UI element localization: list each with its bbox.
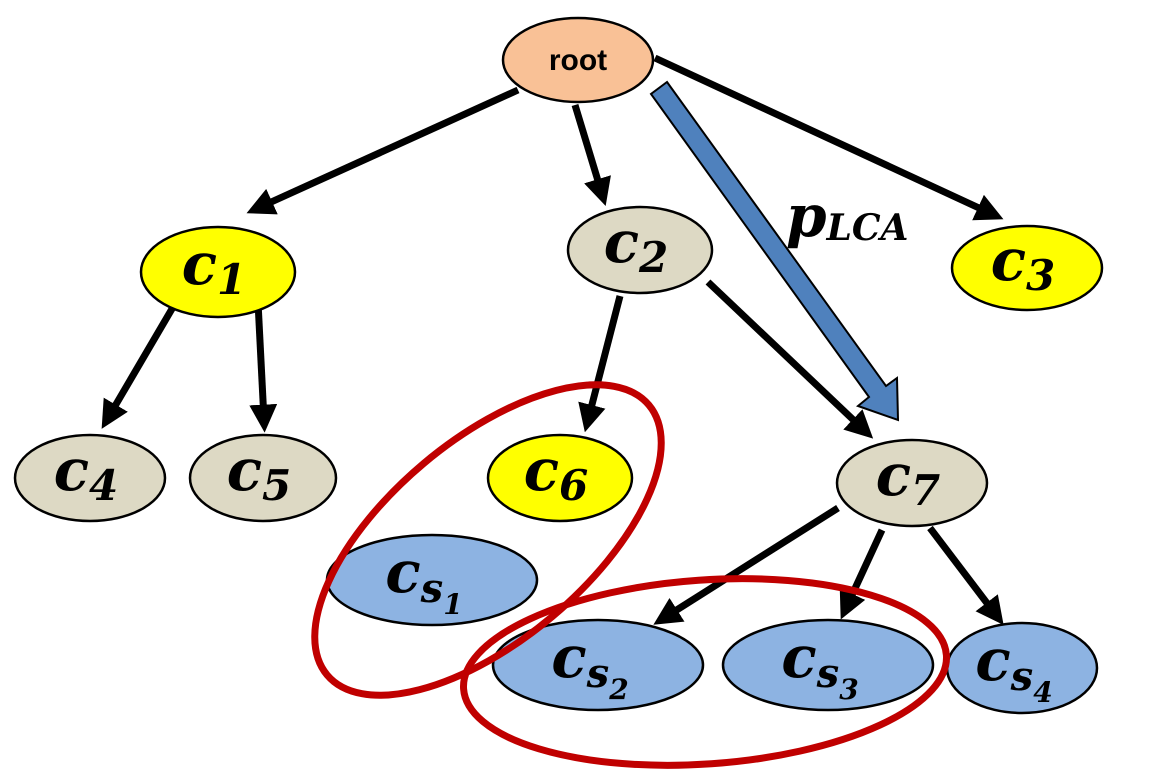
node-cs2-label: cs2 [551, 623, 628, 706]
node-root-label: root [549, 44, 607, 77]
node-c2-label: c2 [604, 208, 669, 282]
node-c3 [950, 224, 1104, 312]
edge-c7-cs4 [927, 525, 1004, 626]
node-cs3 [721, 618, 935, 712]
edge-c2-c7 [705, 279, 874, 439]
node-c7-label: c7 [876, 441, 941, 515]
node-c6 [486, 433, 634, 523]
lca-path-label: pLCA [786, 182, 908, 250]
node-c1 [139, 225, 297, 319]
edge-c7-cs3 [839, 528, 886, 620]
node-cs4-label: cs4 [975, 626, 1052, 709]
node-c7 [835, 438, 989, 528]
node-c2 [566, 205, 714, 295]
group-outline-2 [460, 575, 950, 769]
node-c6-label: c6 [524, 436, 589, 510]
lca-path-arrow [649, 80, 900, 422]
edge-root-c1 [246, 86, 520, 215]
node-root [501, 16, 655, 104]
node-c3-label: c3 [991, 226, 1056, 300]
node-c5 [188, 433, 338, 523]
node-cs2 [491, 618, 705, 712]
edge-root-c3 [653, 54, 1004, 221]
group-outline-1 [311, 381, 665, 699]
edge-c1-c4 [101, 300, 180, 429]
node-c4-label: c4 [54, 436, 119, 510]
edge-c1-c5 [249, 301, 278, 433]
node-cs1-label: cs1 [385, 538, 462, 621]
edge-c7-cs2 [653, 505, 840, 625]
node-c5-label: c5 [227, 436, 292, 510]
node-cs3-label: cs3 [781, 623, 858, 706]
edge-c2-c6 [578, 295, 624, 433]
node-c4 [13, 433, 167, 523]
edge-root-c2 [571, 103, 611, 207]
node-c1-label: c1 [182, 230, 247, 304]
